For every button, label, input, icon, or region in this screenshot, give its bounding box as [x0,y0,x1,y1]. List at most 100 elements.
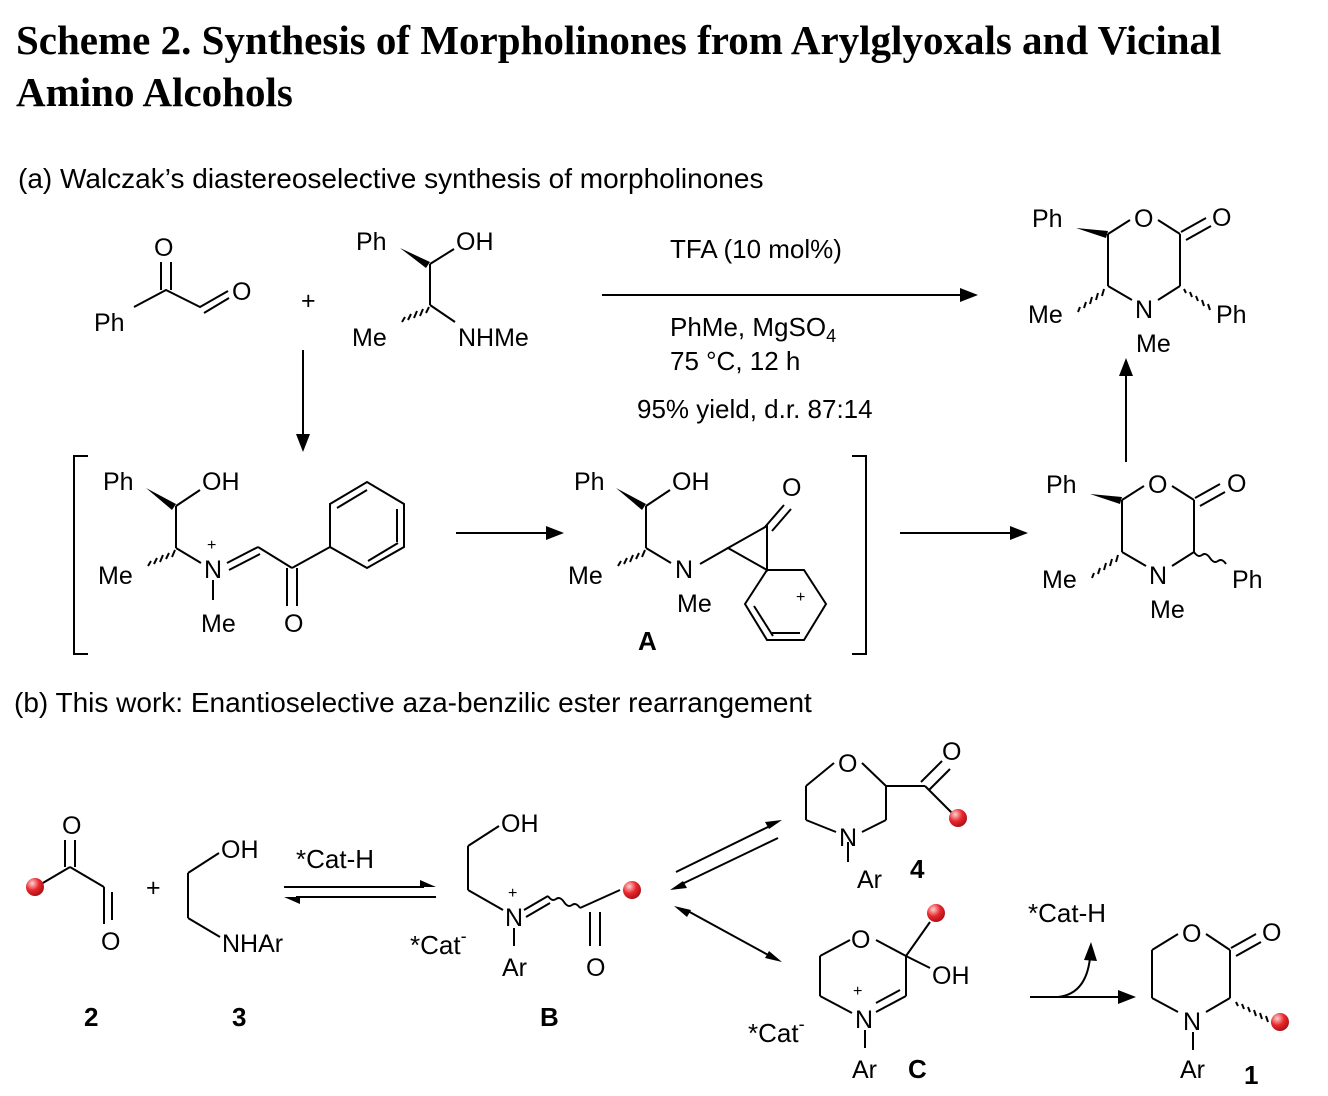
condition-temp-time: 75 °C, 12 h [670,346,800,376]
atom-me: Me [352,324,387,352]
intermediate-a: Ph OH Me N Me O + A [568,468,828,656]
glyoxal-2: O O 2 [26,812,120,1032]
counterion: *Cat- [410,926,467,960]
atom-me: Me [1136,330,1171,358]
right-bracket [852,455,867,655]
atom-oh: OH [672,468,710,496]
atom-oh: OH [501,810,539,838]
substituent-ball [1271,1013,1289,1031]
substituent-ball [927,904,945,922]
atom-o: O [838,750,857,778]
label-a: A [638,626,657,656]
substituent-ball [26,878,44,896]
atom-ph: Ph [103,468,134,496]
caption-a: (a) Walczak’s diastereoselective synthes… [18,163,763,194]
atom-o: O [1182,920,1201,948]
label-4: 4 [910,854,925,884]
plus-charge: + [508,885,517,902]
atom-o: O [62,812,81,840]
atom-ar: Ar [502,954,527,982]
atom-oh: OH [221,836,259,864]
iminium-b: OH N + Ar O *Cat- B [410,810,641,1032]
atom-ph: Ph [1232,566,1263,594]
atom-me: Me [201,610,236,638]
label-2: 2 [84,1002,98,1032]
condition-result: 95% yield, d.r. 87:14 [637,394,873,424]
atom-n: N [839,824,857,852]
atom-ph: Ph [1216,301,1247,329]
down-arrow [296,350,310,452]
atom-me: Me [1042,566,1077,594]
scheme-title: Scheme 2. Synthesis of Morpholinones fro… [16,17,1222,115]
counterion: *Cat- [748,1014,805,1048]
amino-alcohol: Ph OH Me NHMe [352,228,529,352]
atom-ph: Ph [1032,205,1063,233]
atom-nhar: NHAr [222,930,283,958]
atom-o: O [851,926,870,954]
atom-o: O [1212,204,1231,232]
atom-ph: Ph [356,228,387,256]
plus-charge: + [796,589,805,606]
atom-nhme: NHMe [458,324,529,352]
atom-o: O [1262,919,1281,947]
cyclic-iminium-c: O OH N + Ar *Cat- C [748,904,970,1084]
morpholinone-epimeric: O O Ph N Me Me Ph [1042,470,1263,624]
atom-o: O [1148,471,1167,499]
arrow-to-morpholinone [900,526,1028,540]
oxazolidine-4: O O N Ar 4 [805,738,967,894]
amino-alcohol-3: OH NHAr 3 [187,836,283,1032]
atom-o: O [586,954,605,982]
substituent-ball [949,809,967,827]
atom-me: Me [1150,596,1185,624]
atom-o: O [101,928,120,956]
product-morpholinone-1: O O N Ar 1 [1151,919,1289,1090]
plus-charge: + [853,983,862,1000]
atom-o: O [1227,470,1246,498]
atom-ar: Ar [857,866,882,894]
arrow-to-a [456,526,564,540]
atom-ph: Ph [1046,471,1077,499]
catalyst-label: *Cat-H [1028,898,1106,928]
final-arrow [1030,942,1136,1004]
label-b: B [540,1002,559,1032]
atom-n: N [855,1006,873,1034]
atom-me: Me [98,562,133,590]
phenylglyoxal: O O Ph [94,234,251,337]
atom-o: O [232,278,251,306]
iminium-intermediate: Ph OH Me N + Me O [98,468,405,638]
equilibrium-arrow-1 [284,880,436,904]
atom-me: Me [677,590,712,618]
atom-oh: OH [932,962,970,990]
substituent-ball [623,881,641,899]
up-arrow [1119,358,1133,462]
condition-reagent: TFA (10 mol%) [670,234,842,264]
atom-ar: Ar [1180,1056,1205,1084]
catalyst-label: *Cat-H [296,844,374,874]
condition-solvent: PhMe, MgSO4 [670,312,836,346]
atom-oh: OH [456,228,494,256]
atom-o: O [154,234,173,262]
plus-charge: + [207,537,216,554]
left-bracket [73,455,88,655]
atom-oh: OH [202,468,240,496]
atom-o: O [284,610,303,638]
atom-n: N [1183,1008,1201,1036]
label-3: 3 [232,1002,246,1032]
product-morpholinone: O O Ph N Me Me Ph [1028,204,1247,358]
atom-o: O [1134,205,1153,233]
atom-ar: Ar [852,1056,877,1084]
plus-sign: + [146,874,161,902]
atom-me: Me [1028,301,1063,329]
caption-b: (b) This work: Enantioselective aza-benz… [14,687,812,718]
label-c: C [908,1054,927,1084]
label-1: 1 [1244,1060,1258,1090]
main-arrow [602,288,978,302]
equilibrium-arrow-to-4 [670,820,782,890]
atom-n: N [1135,296,1153,324]
atom-n: N [505,904,523,932]
atom-n: N [675,556,693,584]
plus-sign: + [301,287,316,315]
atom-me: Me [568,562,603,590]
equilibrium-arrow-to-c [674,906,782,962]
